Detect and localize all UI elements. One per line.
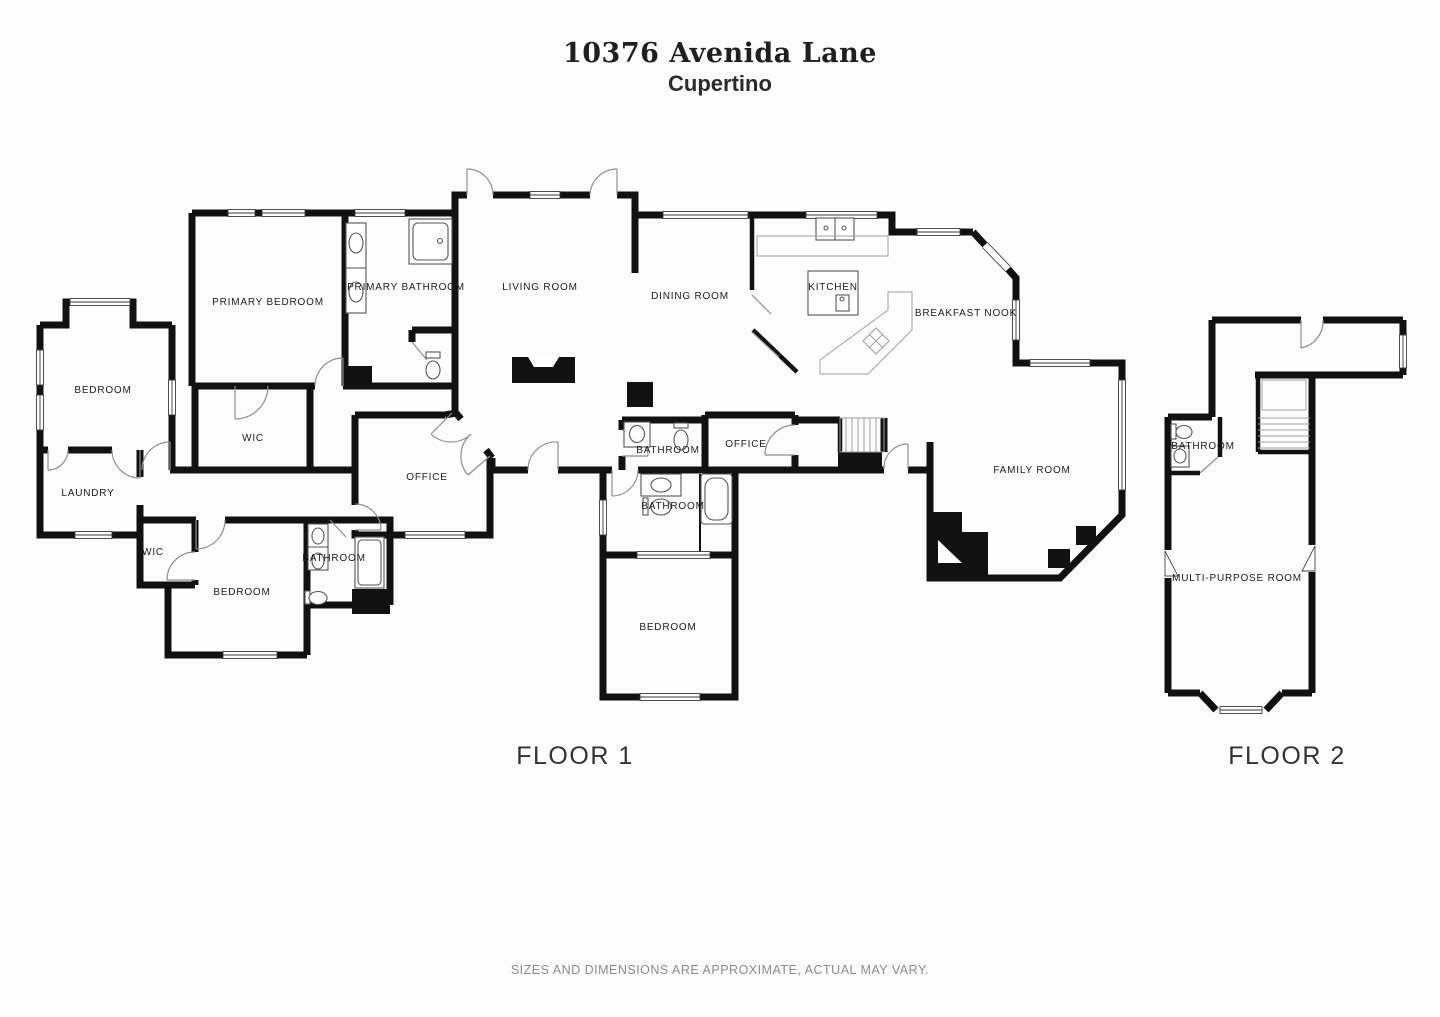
room-label-dining-room: DINING ROOM: [651, 291, 729, 302]
nook-diagonal-window: [982, 242, 1011, 272]
room-label-office-center: OFFICE: [725, 439, 766, 450]
floor2-bathroom-fixtures: [1170, 423, 1193, 468]
stair-base-mass: [838, 452, 882, 469]
disclaimer: SIZES AND DIMENSIONS ARE APPROXIMATE, AC…: [510, 963, 930, 977]
floor1-label: FLOOR 1: [516, 742, 634, 770]
room-label-breakfast-nook: BREAKFAST NOOK: [915, 308, 1017, 319]
plan-header: 10376 Avenida Lane Cupertino: [0, 38, 1440, 97]
room-label-kitchen: KITCHEN: [808, 282, 858, 293]
bathroom-lower-wall-mass: [352, 589, 390, 614]
room-label-primary-bathroom: PRIMARY BATHROOM: [347, 282, 465, 293]
room-label-laundry: LAUNDRY: [61, 488, 114, 499]
room-label-bedroom-bottom: BEDROOM: [639, 622, 696, 633]
floor1-walls: [36, 191, 1126, 701]
floor2-walls: [1164, 316, 1407, 713]
center-bathroom-fixtures: [640, 473, 733, 525]
floor1-doors: [47, 168, 909, 581]
room-label-office-left: OFFICE: [406, 472, 447, 483]
room-label-multi-purpose: MULTI-PURPOSE ROOM: [1172, 573, 1302, 584]
floor2-interior-walls: [1168, 375, 1310, 476]
room-label-bedroom-lower: BEDROOM: [213, 587, 270, 598]
fireplace: [512, 357, 575, 383]
floor2-room-labels: BATHROOM MULTI-PURPOSE ROOM: [1171, 441, 1302, 584]
primary-bathroom-fixtures: [345, 218, 453, 380]
property-address: 10376 Avenida Lane: [562, 38, 877, 69]
room-label-family-room: FAMILY ROOM: [993, 465, 1070, 476]
room-label-bathroom-center: BATHROOM: [641, 501, 704, 512]
cooktop-hatch: [862, 327, 890, 355]
floor2-stairs: [1258, 379, 1310, 449]
floor1-room-labels: PRIMARY BEDROOM PRIMARY BATHROOM LIVING …: [61, 282, 1070, 633]
room-label-wic-lower: WIC: [142, 547, 164, 558]
floor2-windows: [1164, 334, 1407, 714]
floor2-plan: BATHROOM MULTI-PURPOSE ROOM: [1164, 316, 1407, 714]
room-label-living-room: LIVING ROOM: [502, 282, 577, 293]
room-label-primary-bedroom: PRIMARY BEDROOM: [212, 297, 324, 308]
floor2-label: FLOOR 2: [1228, 742, 1346, 770]
room-label-bathroom-lower: BATHROOM: [302, 553, 365, 564]
room-label-floor2-bathroom: BATHROOM: [1171, 441, 1234, 452]
property-city: Cupertino: [668, 71, 772, 96]
floor2-doors: [1199, 319, 1324, 474]
floor1-stairs: [839, 417, 885, 453]
room-label-wic-upper: WIC: [242, 433, 264, 444]
room-label-bathroom-hall: BATHROOM: [636, 445, 699, 456]
lower-bathroom-fixtures: [304, 523, 385, 606]
floor1-windows: [36, 191, 1126, 701]
dining-wall-mass: [627, 382, 653, 407]
hall-wall-junction: [346, 366, 372, 388]
room-label-bedroom-left: BEDROOM: [74, 385, 131, 396]
kitchen-fixtures: [756, 217, 913, 375]
hall-bathroom-fixtures: [623, 421, 689, 451]
floor1-plan: PRIMARY BEDROOM PRIMARY BATHROOM LIVING …: [36, 168, 1126, 701]
family-room-hearth: [930, 512, 1096, 575]
